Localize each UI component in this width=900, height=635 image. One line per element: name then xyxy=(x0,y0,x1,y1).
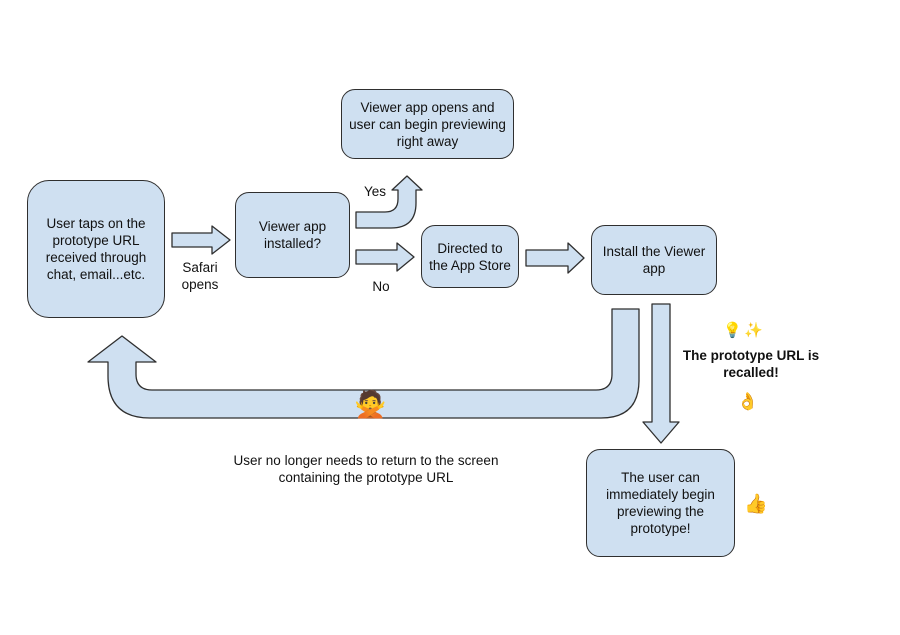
label-no-return: User no longer needs to return to the sc… xyxy=(233,453,499,485)
node-viewer-installed-check: Viewer app installed? xyxy=(235,192,350,278)
ok-hand-icon: 👌 xyxy=(737,392,759,412)
sparkles-icon: ✨ xyxy=(744,321,763,339)
node-viewer-opens: Viewer app opens and user can begin prev… xyxy=(341,89,514,159)
node-start: User taps on the prototype URL received … xyxy=(27,180,165,318)
arrow-yes-to-opens xyxy=(355,175,423,229)
person-gesturing-no-icon: 🙅 xyxy=(354,390,387,420)
arrow-store-to-install xyxy=(525,242,585,274)
arrow-start-to-check xyxy=(171,225,231,255)
thumbs-up-icon: 👍 xyxy=(744,493,768,515)
lightbulb-icon: 💡 xyxy=(723,321,742,339)
label-no: No xyxy=(372,279,390,294)
label-safari-opens: Safari opens xyxy=(181,260,219,292)
node-install-viewer: Install the Viewer app xyxy=(591,225,717,295)
node-result-previewing: The user can immediately begin previewin… xyxy=(586,449,735,557)
arrow-install-to-result xyxy=(642,303,680,444)
arrow-loop-back-to-start xyxy=(87,308,640,419)
arrow-no-to-store xyxy=(355,242,415,272)
label-url-recalled: The prototype URL is recalled! xyxy=(682,348,820,380)
node-app-store: Directed to the App Store xyxy=(421,225,519,288)
label-yes: Yes xyxy=(363,184,387,199)
